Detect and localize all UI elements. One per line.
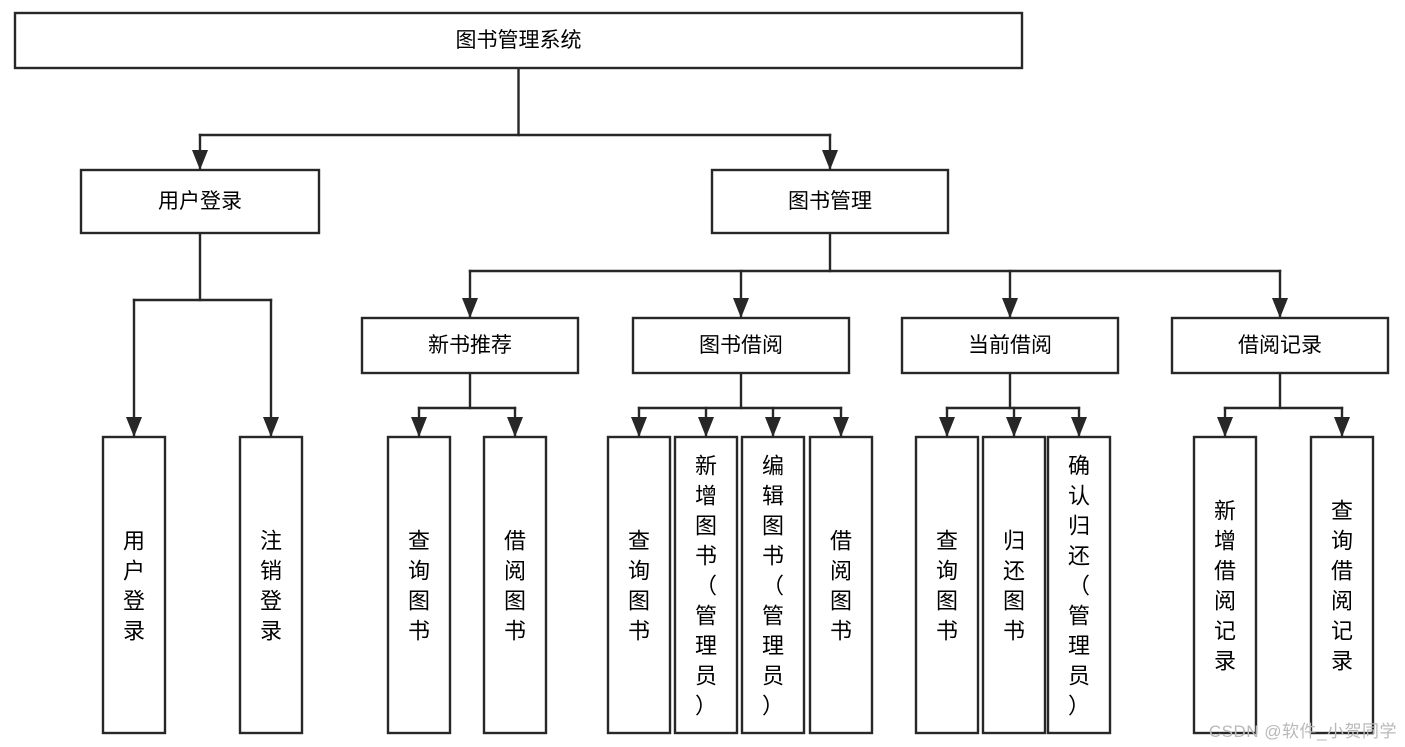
- node-leaf-borrow-book-1[interactable]: 借阅图书: [482, 435, 548, 735]
- watermark-label: CSDN @软件_小贺同学: [1208, 722, 1397, 741]
- node-box: [482, 435, 548, 735]
- node-label: 查询图书: [936, 528, 958, 643]
- arrow-head-icon: [1272, 298, 1288, 318]
- node-current-borrow[interactable]: 当前借阅: [900, 316, 1120, 375]
- node-label: 图书管理系统: [456, 29, 582, 52]
- node-leaf-query-book-2[interactable]: 查询图书: [606, 435, 672, 735]
- node-box: [673, 435, 739, 735]
- node-book-borrow[interactable]: 图书借阅: [631, 316, 851, 375]
- node-label: 借阅图书: [504, 528, 526, 643]
- node-leaf-query-record[interactable]: 查询借阅记录: [1309, 435, 1375, 735]
- node-borrow-record[interactable]: 借阅记录: [1170, 316, 1390, 375]
- node-label: 用户登录: [123, 528, 145, 643]
- node-label: 编辑图书（管理员）: [762, 453, 784, 718]
- node-box: [914, 435, 980, 735]
- arrow-head-icon: [411, 417, 427, 437]
- node-leaf-query-book-1[interactable]: 查询图书: [386, 435, 452, 735]
- node-user-login[interactable]: 用户登录: [79, 168, 321, 235]
- node-box: [710, 168, 950, 235]
- node-leaf-user-logout[interactable]: 注销登录: [238, 435, 304, 735]
- node-label: 新增图书（管理员）: [695, 453, 717, 718]
- node-leaf-add-record[interactable]: 新增借阅记录: [1192, 435, 1258, 735]
- node-label: 新书推荐: [428, 334, 512, 357]
- node-label: 确认归还（管理员）: [1068, 453, 1090, 718]
- arrow-head-icon: [507, 417, 523, 437]
- node-leaf-borrow-book-2[interactable]: 借阅图书: [808, 435, 874, 735]
- node-label: 图书借阅: [699, 334, 783, 357]
- arrow-head-icon: [192, 150, 208, 170]
- node-label: 新增借阅记录: [1214, 498, 1236, 673]
- node-leaf-query-book-3[interactable]: 查询图书: [914, 435, 980, 735]
- node-label: 查询图书: [628, 528, 650, 643]
- connector-layer: [126, 66, 1350, 439]
- node-box: [1170, 316, 1390, 375]
- node-label: 查询图书: [408, 528, 430, 643]
- arrow-head-icon: [1071, 417, 1087, 437]
- node-leaf-return-book[interactable]: 归还图书: [981, 435, 1047, 735]
- node-label: 用户登录: [158, 190, 242, 213]
- node-box: [238, 435, 304, 735]
- node-label: 借阅记录: [1238, 334, 1322, 357]
- arrow-head-icon: [631, 417, 647, 437]
- node-leaf-confirm-return[interactable]: 确认归还（管理员）: [1046, 435, 1112, 735]
- node-label: 注销登录: [260, 528, 282, 643]
- node-label: 查询借阅记录: [1331, 498, 1353, 673]
- node-leaf-add-book[interactable]: 新增图书（管理员）: [673, 435, 739, 735]
- node-box: [981, 435, 1047, 735]
- arrow-head-icon: [1002, 298, 1018, 318]
- node-label: 归还图书: [1003, 528, 1025, 643]
- node-box: [900, 316, 1120, 375]
- node-box: [1192, 435, 1258, 735]
- node-root[interactable]: 图书管理系统: [13, 11, 1024, 70]
- arrow-head-icon: [833, 417, 849, 437]
- arrow-head-icon: [1217, 417, 1233, 437]
- arrow-head-icon: [263, 417, 279, 437]
- node-box: [1309, 435, 1375, 735]
- node-leaf-user-login[interactable]: 用户登录: [101, 435, 167, 735]
- arrow-head-icon: [765, 417, 781, 437]
- node-box: [101, 435, 167, 735]
- node-box: [360, 316, 580, 375]
- arrow-head-icon: [822, 150, 838, 170]
- node-new-book-recommend[interactable]: 新书推荐: [360, 316, 580, 375]
- node-label: 当前借阅: [968, 334, 1052, 357]
- arrow-head-icon: [698, 417, 714, 437]
- node-label: 借阅图书: [830, 528, 852, 643]
- arrow-head-icon: [462, 298, 478, 318]
- node-box: [1046, 435, 1112, 735]
- node-box: [13, 11, 1024, 70]
- node-box: [740, 435, 806, 735]
- node-box: [808, 435, 874, 735]
- arrow-head-icon: [733, 298, 749, 318]
- node-box: [79, 168, 321, 235]
- node-layer: 图书管理系统用户登录图书管理新书推荐图书借阅当前借阅借阅记录用户登录注销登录查询…: [13, 11, 1390, 735]
- node-box: [606, 435, 672, 735]
- node-box: [631, 316, 851, 375]
- arrow-head-icon: [939, 417, 955, 437]
- node-book-manage[interactable]: 图书管理: [710, 168, 950, 235]
- arrow-head-icon: [126, 417, 142, 437]
- node-box: [386, 435, 452, 735]
- arrow-head-icon: [1006, 417, 1022, 437]
- node-label: 图书管理: [788, 190, 872, 213]
- arrow-head-icon: [1334, 417, 1350, 437]
- node-leaf-edit-book[interactable]: 编辑图书（管理员）: [740, 435, 806, 735]
